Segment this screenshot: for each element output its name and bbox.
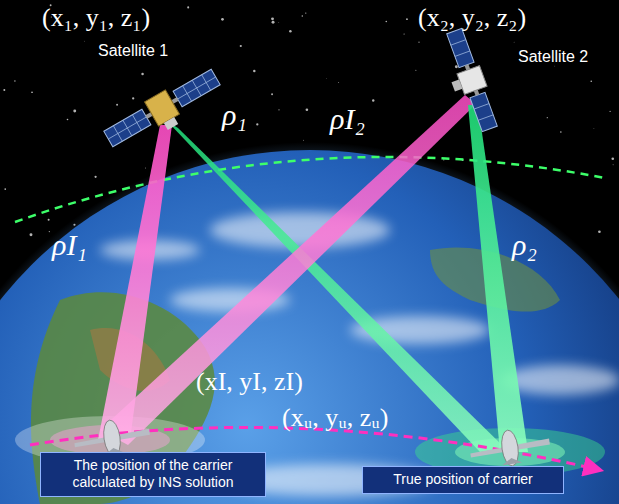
position-coordinate: (xI, yI, zI) (196, 368, 303, 397)
satellite-name: Satellite 1 (98, 42, 168, 60)
caption-text: True position of carrier (369, 471, 557, 488)
caption-text: The position of the carrier calculated b… (47, 457, 259, 491)
range-symbol: ρ₂ (512, 228, 537, 261)
range-symbol: ρI₂ (330, 102, 365, 135)
satellite-name: Satellite 2 (518, 48, 588, 66)
satellite-coordinate: (x₁, y₁, z₁) (42, 4, 150, 33)
satellite-coordinate: (x₂, y₂, z₂) (418, 4, 526, 33)
range-symbol: ρI₁ (52, 228, 87, 261)
caption-box: The position of the carrier calculated b… (40, 452, 266, 497)
range-symbol: ρ₁ (222, 98, 247, 131)
position-coordinate: (xᵤ, yᵤ, zᵤ) (282, 404, 388, 433)
caption-box: True position of carrier (362, 466, 564, 494)
